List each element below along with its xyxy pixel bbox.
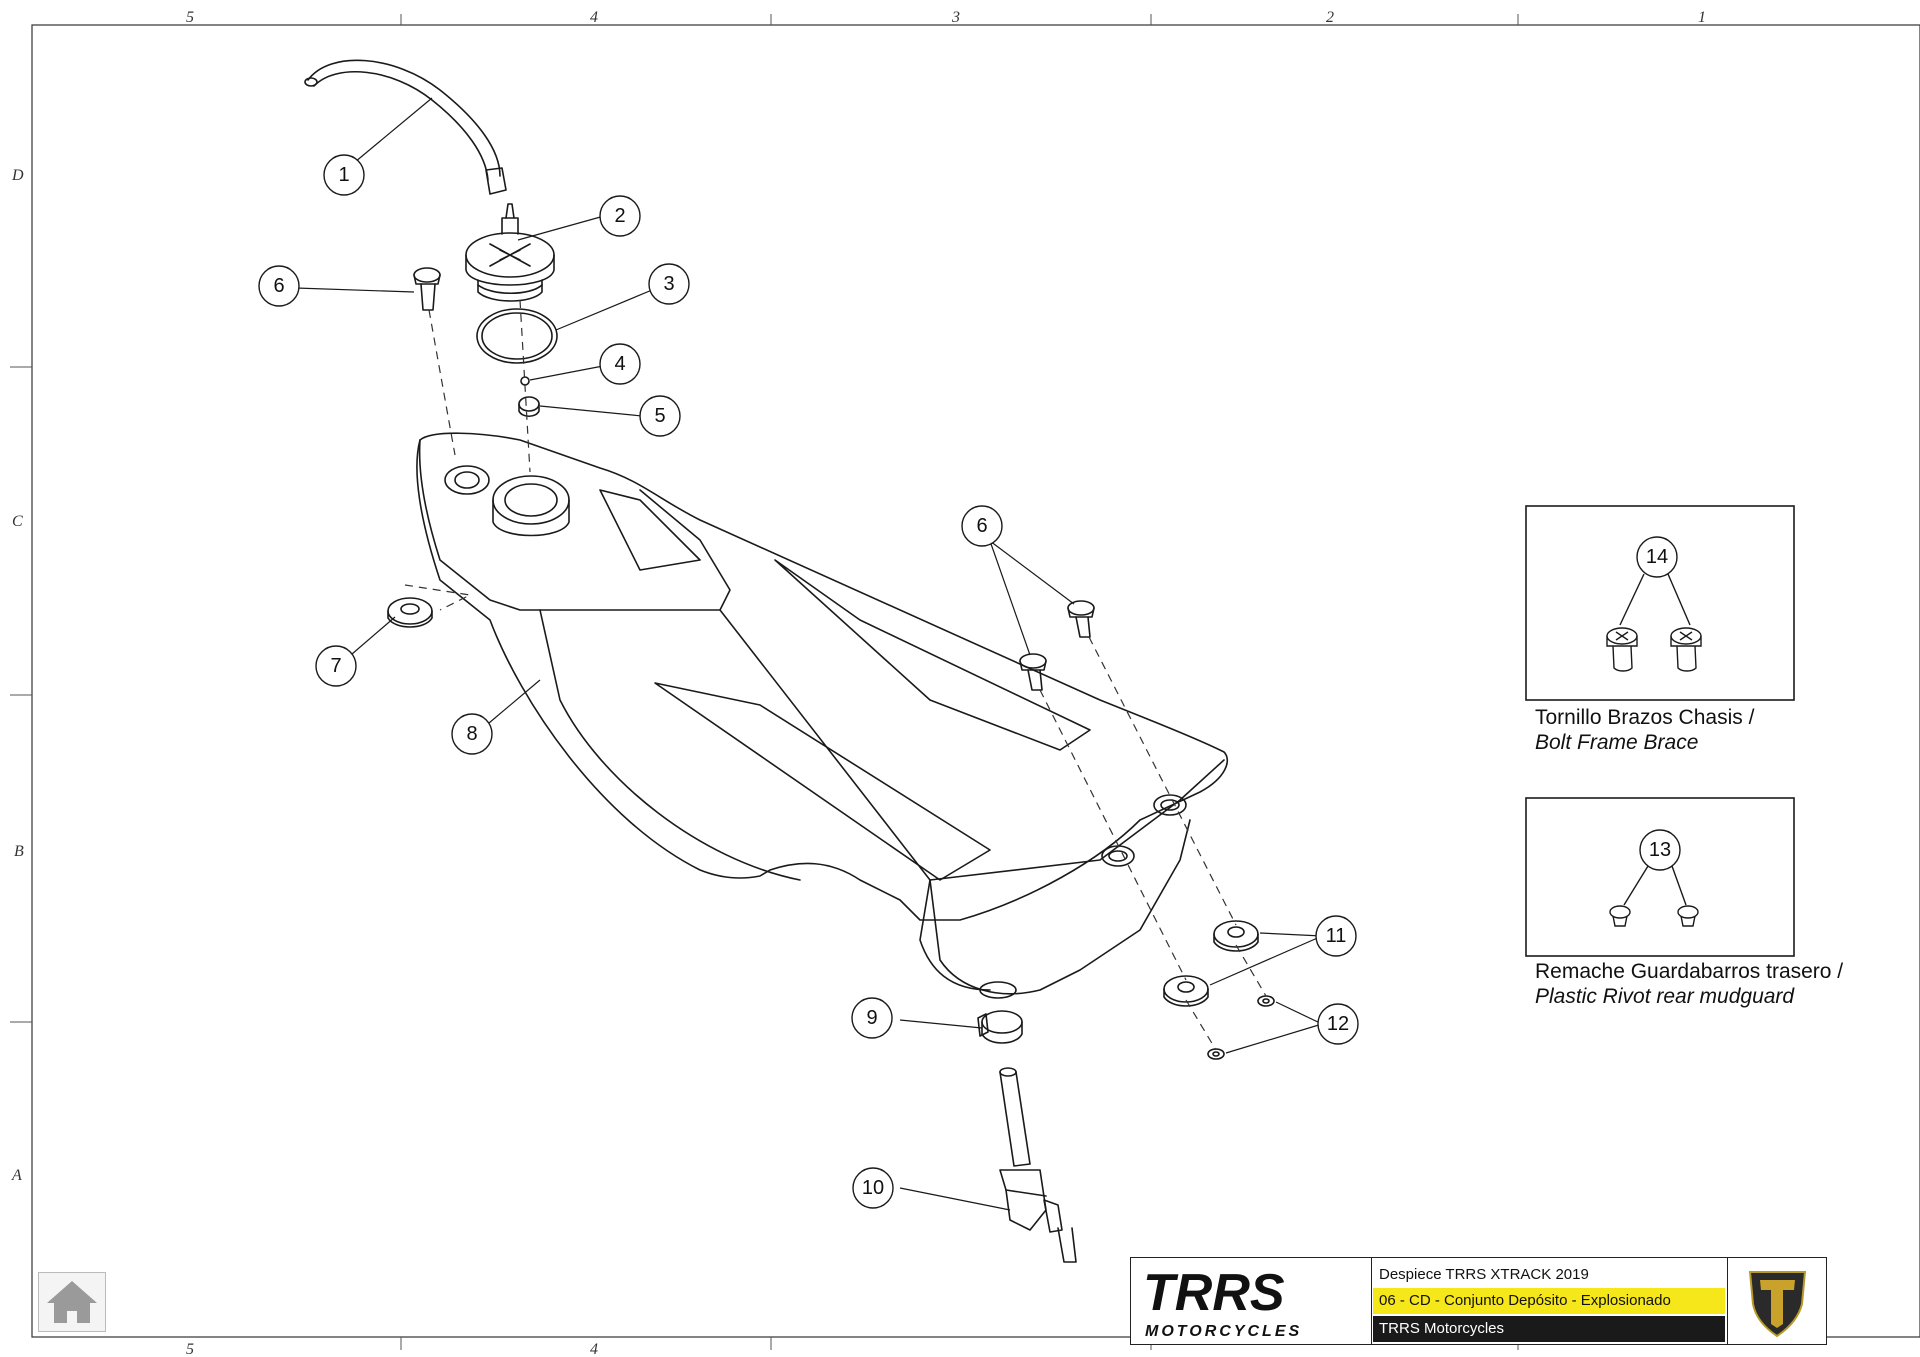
callout-8 bbox=[451, 713, 493, 755]
callout-14-label: 14 bbox=[1646, 546, 1668, 568]
trrs-logo: TRRS MOTORCYCLES bbox=[1131, 1258, 1372, 1344]
callout-7-label: 7 bbox=[330, 655, 341, 677]
drawing-frame bbox=[31, 24, 1920, 1338]
callout-8-label: 8 bbox=[466, 723, 477, 745]
callout-6-right bbox=[961, 505, 1003, 547]
zone-row-c: C bbox=[12, 513, 23, 530]
plastic-rivet-right bbox=[1677, 905, 1699, 927]
leader-lines bbox=[295, 97, 1323, 1211]
trrs-shield-icon bbox=[1727, 1258, 1827, 1344]
zone-col-5-bottom: 5 bbox=[186, 1341, 194, 1357]
breather-hose bbox=[304, 59, 507, 195]
callout-2-label: 2 bbox=[614, 205, 625, 227]
valve-nut bbox=[518, 396, 540, 418]
frame-brace-bolt-right bbox=[1670, 627, 1702, 672]
callout-10-label: 10 bbox=[862, 1177, 884, 1199]
callout-2 bbox=[599, 195, 641, 237]
zone-col-1: 1 bbox=[1698, 9, 1706, 26]
callout-13 bbox=[1639, 829, 1681, 871]
callout-6-left bbox=[258, 265, 300, 307]
callout-11 bbox=[1315, 915, 1357, 957]
inset-14-caption-es: Tornillo Brazos Chasis / bbox=[1535, 706, 1755, 729]
rubber-washer-upper bbox=[1213, 920, 1259, 952]
callout-6-left-label: 6 bbox=[273, 275, 284, 297]
grommet bbox=[387, 597, 433, 628]
callout-5 bbox=[639, 395, 681, 437]
bolt-right-upper bbox=[1067, 600, 1095, 638]
o-ring bbox=[476, 308, 558, 364]
inset-14-caption-en: Bolt Frame Brace bbox=[1535, 731, 1699, 754]
inset-13-caption-en: Plastic Rivot rear mudguard bbox=[1535, 985, 1795, 1008]
zone-row-d: D bbox=[11, 167, 24, 184]
callout-9-label: 9 bbox=[866, 1007, 877, 1029]
zone-col-3: 3 bbox=[951, 9, 960, 26]
title-line-1: Despiece TRRS XTRACK 2019 bbox=[1379, 1266, 1589, 1283]
callout-12-label: 12 bbox=[1327, 1013, 1349, 1035]
callout-1-label: 1 bbox=[338, 164, 349, 186]
inset-13-caption-es: Remache Guardabarros trasero / bbox=[1535, 960, 1844, 983]
plastic-rivet-left bbox=[1609, 905, 1631, 927]
assembly-axes bbox=[404, 299, 1267, 1051]
zone-col-5: 5 bbox=[186, 9, 194, 26]
zone-row-b: B bbox=[14, 843, 24, 860]
fuel-cap bbox=[465, 203, 555, 302]
title-line-3: TRRS Motorcycles bbox=[1373, 1316, 1725, 1342]
callout-9 bbox=[851, 997, 893, 1039]
callout-4 bbox=[599, 343, 641, 385]
callout-3 bbox=[648, 263, 690, 305]
logo-main-text: TRRS bbox=[1143, 1264, 1285, 1322]
frame-brace-bolt-left bbox=[1606, 627, 1638, 672]
logo-sub-text: MOTORCYCLES bbox=[1145, 1323, 1302, 1340]
bolt-right-lower bbox=[1019, 653, 1047, 691]
small-washer-upper bbox=[1257, 995, 1275, 1007]
callout-3-label: 3 bbox=[663, 273, 674, 295]
callout-5-label: 5 bbox=[654, 405, 665, 427]
inset-13-caption: Remache Guardabarros trasero / Plastic R… bbox=[1535, 959, 1843, 1009]
inset-14-caption: Tornillo Brazos Chasis / Bolt Frame Brac… bbox=[1535, 705, 1754, 755]
callout-6-right-label: 6 bbox=[976, 515, 987, 537]
callout-10 bbox=[852, 1167, 894, 1209]
check-ball bbox=[520, 376, 530, 386]
small-washer-lower bbox=[1207, 1048, 1225, 1060]
zone-row-a: A bbox=[11, 1167, 22, 1184]
zone-col-4-bottom: 4 bbox=[590, 1341, 598, 1357]
bolt-top-left bbox=[413, 267, 441, 311]
callout-12 bbox=[1317, 1003, 1359, 1045]
title-block: TRRS MOTORCYCLES Despiece TRRS XTRACK 20… bbox=[1130, 1257, 1827, 1345]
fuel-tank bbox=[416, 432, 1229, 999]
title-line-2: 06 - CD - Conjunto Depósito - Explosiona… bbox=[1373, 1288, 1725, 1314]
hose-clamp bbox=[977, 1010, 1023, 1044]
callout-1 bbox=[323, 154, 365, 196]
callout-11-label: 11 bbox=[1326, 925, 1347, 947]
home-button[interactable] bbox=[38, 1272, 106, 1332]
callout-4-label: 4 bbox=[614, 353, 625, 375]
callout-7 bbox=[315, 645, 357, 687]
home-icon bbox=[47, 1281, 97, 1323]
inset-box-13: 13 bbox=[1525, 797, 1795, 957]
inset-box-14: 14 bbox=[1525, 505, 1795, 701]
zone-col-4: 4 bbox=[590, 9, 598, 26]
rubber-washer-lower bbox=[1163, 975, 1209, 1007]
callout-14 bbox=[1636, 536, 1678, 578]
fuel-tap bbox=[999, 1067, 1077, 1263]
zone-col-2: 2 bbox=[1326, 9, 1334, 26]
callout-13-label: 13 bbox=[1649, 839, 1671, 861]
